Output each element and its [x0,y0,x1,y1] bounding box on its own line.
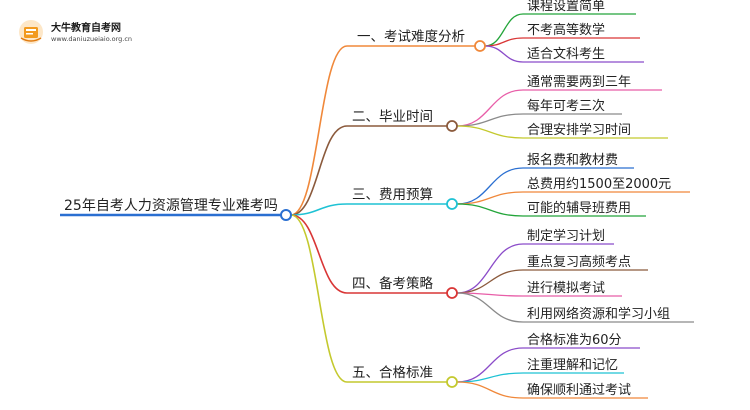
child-link [456,167,524,205]
child-label: 适合文科考生 [527,47,605,62]
root-node[interactable] [280,209,292,221]
child-label: 利用网络资源和学习小组 [527,306,670,322]
child-link [456,269,524,294]
child-label: 报名费和教材费 [527,152,618,168]
child-link [456,381,524,399]
child-label: 总费用约1500至2000元 [527,177,671,192]
child-label: 确保顺利通过考试 [527,383,631,398]
branch-link [290,45,348,216]
child-label: 重点复习高频考点 [527,254,631,270]
book-icon [19,20,43,44]
child-link [484,13,524,47]
child-link [456,243,524,294]
branch-label: 五、合格标准 [352,365,433,381]
child-label: 通常需要两到三年 [527,75,631,90]
branch-label: 四、备考策略 [352,275,433,292]
logo-title: 大牛教育自考网 [51,23,121,34]
branch-node[interactable] [446,376,458,388]
branch-label: 二、毕业时间 [352,109,433,125]
branch-node[interactable] [446,120,458,132]
child-link [456,89,524,127]
site-logo: 大牛教育自考网 www.daniuzueiaio.org.cn [18,16,138,50]
child-label: 合格标准为60分 [527,332,622,348]
child-label: 注重理解和记忆 [527,357,618,373]
child-label: 可能的辅导班费用 [527,200,631,216]
child-link [456,292,524,323]
branch-label: 三、费用预算 [352,187,433,203]
child-label: 不考高等数学 [527,22,605,38]
child-label: 每年可考三次 [527,98,605,114]
child-link [484,45,524,63]
mindmap-links [60,13,694,399]
branch-link [290,203,348,216]
branch-link [290,214,348,294]
branch-label: 一、考试难度分析 [357,29,465,45]
branch-link [290,125,348,216]
logo-url: www.daniuzueiaio.org.cn [51,35,133,43]
child-label: 课程设置简单 [527,0,605,14]
branch-node[interactable] [446,198,458,210]
branch-node[interactable] [446,287,458,299]
child-label: 合理安排学习时间 [527,122,631,138]
child-link [456,125,524,139]
child-label: 制定学习计划 [527,228,605,244]
child-link [456,203,524,217]
mindmap-nodes: 25年自考人力资源管理专业难考吗 一、考试难度分析 课程设置简单不考高等数学适合文科… [64,0,671,398]
branch-link [290,214,348,383]
root-label: 25年自考人力资源管理专业难考吗 [64,198,278,214]
branch-node[interactable] [474,40,486,52]
child-label: 进行模拟考试 [527,281,605,296]
